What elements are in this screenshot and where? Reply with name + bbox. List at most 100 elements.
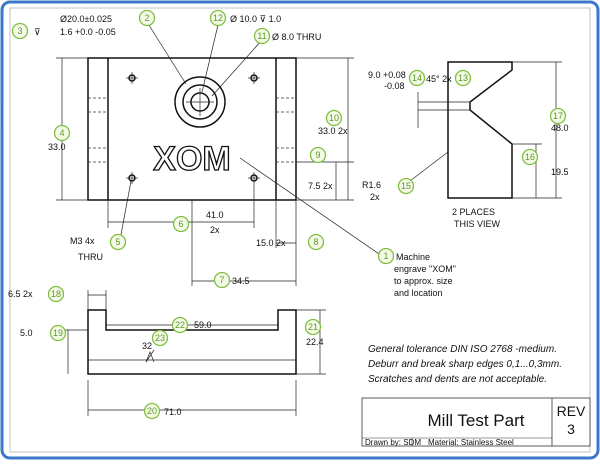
height-19-5-label: 19.5 — [551, 167, 569, 177]
bore-outer-circle — [174, 76, 226, 128]
bore-tol-label: 1.6 +0.0 -0.05 — [60, 27, 116, 37]
dim-15-label: 15.0 2x — [256, 238, 286, 248]
inner-border — [9, 7, 591, 453]
svg-text:11: 11 — [257, 31, 266, 41]
bore-mid-circle — [182, 84, 218, 120]
callout-bubble: 14 — [408, 69, 426, 87]
svg-text:and location: and location — [394, 288, 443, 298]
svg-text:10: 10 — [329, 113, 339, 123]
svg-text:3: 3 — [17, 26, 22, 36]
svg-text:4: 4 — [59, 128, 64, 138]
m3-hole — [126, 72, 138, 84]
m3-hole — [248, 172, 260, 184]
m3-thru-label: THRU — [78, 252, 103, 262]
callout-bubble: 11 — [253, 27, 271, 45]
callout-bubble: 13 — [454, 69, 472, 87]
callout-bubble: 10 — [325, 109, 343, 127]
r16-2x-label: 2x — [370, 192, 380, 202]
dim-34-5-label: 34.5 — [232, 276, 250, 286]
callout-bubble: 15 — [397, 177, 415, 195]
surface-label: 32 — [142, 341, 152, 351]
svg-text:14: 14 — [412, 73, 422, 83]
callout-bubble: 20 — [143, 402, 161, 420]
callout-bubble: 17 — [549, 107, 567, 125]
svg-text:General tolerance DIN ISO 2768: General tolerance DIN ISO 2768 -medium. — [368, 344, 557, 355]
svg-text:23: 23 — [155, 333, 165, 343]
bottom-profile — [87, 309, 297, 375]
side-view — [417, 61, 562, 199]
callout-bubble: 6 — [172, 215, 190, 233]
callout-bubble: 19 — [49, 324, 67, 342]
groove-tol-label: -0.08 — [384, 81, 405, 91]
surface-finish-symbol — [145, 351, 155, 363]
callout-bubble: 5 — [109, 233, 127, 251]
svg-text:16: 16 — [525, 152, 535, 162]
groove-width-label: 9.0 +0.08 — [368, 70, 406, 80]
r16-label: R1.6 — [362, 180, 381, 190]
engrave-note: Machine engrave "XOM" to approx. size an… — [394, 252, 456, 298]
svg-text:Deburr and break sharp edges 0: Deburr and break sharp edges 0,1...0,3mm… — [368, 359, 562, 370]
svg-text:8: 8 — [313, 237, 318, 247]
callout-bubble: 21 — [304, 318, 322, 336]
dimension-labels: Ø20.0±0.025 1.6 +0.0 -0.05 ⊽ Ø 10.0 ⊽ 1.… — [8, 14, 569, 417]
m3-label: M3 4x — [70, 236, 95, 246]
material: Material: Stainless Steel — [428, 438, 514, 447]
svg-text:17: 17 — [553, 111, 563, 121]
bore-dia-label: Ø20.0±0.025 — [60, 14, 112, 24]
svg-text:Machine: Machine — [396, 252, 430, 262]
callout-bubble: 16 — [521, 148, 539, 166]
dim-41-label: 41.0 — [206, 210, 224, 220]
svg-text:5: 5 — [115, 237, 120, 247]
svg-text:21: 21 — [308, 322, 318, 332]
svg-text:engrave "XOM": engrave "XOM" — [394, 264, 456, 274]
svg-text:2: 2 — [144, 13, 149, 23]
svg-text:Scratches and dents are not ac: Scratches and dents are not acceptable. — [368, 374, 547, 385]
m3-hole — [248, 72, 260, 84]
this-view-label: THIS VIEW — [454, 219, 501, 229]
rev-label: REV — [557, 403, 586, 419]
rev-value: 3 — [567, 421, 575, 437]
dim-59-label: 59.0 — [194, 320, 212, 330]
svg-text:1: 1 — [383, 251, 388, 261]
callout-bubble: 2 — [138, 9, 156, 27]
callout-bubble: 8 — [307, 233, 325, 251]
svg-text:6: 6 — [178, 219, 183, 229]
dim-5-label: 5.0 — [20, 328, 33, 338]
dim-7-5-label: 7.5 2x — [308, 181, 333, 191]
svg-text:19: 19 — [53, 328, 63, 338]
angle-label: 45° 2x — [426, 74, 452, 84]
callout-bubble: 9 — [309, 146, 327, 164]
cbore-label: Ø 10.0 ⊽ 1.0 — [230, 14, 281, 24]
svg-text:to approx. size: to approx. size — [394, 276, 453, 286]
callout-bubble: 22 — [171, 316, 189, 334]
callout-bubble: 7 — [213, 271, 231, 289]
m3-hole — [126, 172, 138, 184]
svg-text:18: 18 — [51, 289, 61, 299]
callout-bubble: 12 — [209, 9, 227, 27]
dim-41-2x-label: 2x — [210, 225, 220, 235]
drawn-by: Drawn by: SDM — [365, 438, 421, 447]
front-outline — [87, 57, 297, 201]
svg-text:22: 22 — [175, 320, 185, 330]
height-48-label: 48.0 — [551, 123, 569, 133]
callout-bubble: 4 — [53, 124, 71, 142]
title-block-title: Mill Test Part — [428, 411, 525, 430]
svg-text:7: 7 — [219, 275, 224, 285]
svg-text:20: 20 — [147, 406, 157, 416]
engrave-text: XOM — [153, 140, 230, 178]
depth-icon: ⊽ — [34, 27, 41, 37]
front-view: XOM — [87, 57, 297, 201]
places-label: 2 PLACES — [452, 207, 495, 217]
svg-text:9: 9 — [315, 150, 320, 160]
general-notes: General tolerance DIN ISO 2768 -medium. … — [368, 344, 562, 385]
dim-71-label: 71.0 — [164, 407, 182, 417]
bottom-view — [62, 290, 326, 416]
ref-33-label: 33.0 2x — [318, 126, 348, 136]
dim-6-5-label: 6.5 2x — [8, 289, 33, 299]
callout-bubble: 1 — [377, 247, 395, 265]
svg-text:13: 13 — [458, 73, 468, 83]
title-block: Mill Test Part REV 3 Drawn by: SDM Mater… — [361, 397, 591, 447]
